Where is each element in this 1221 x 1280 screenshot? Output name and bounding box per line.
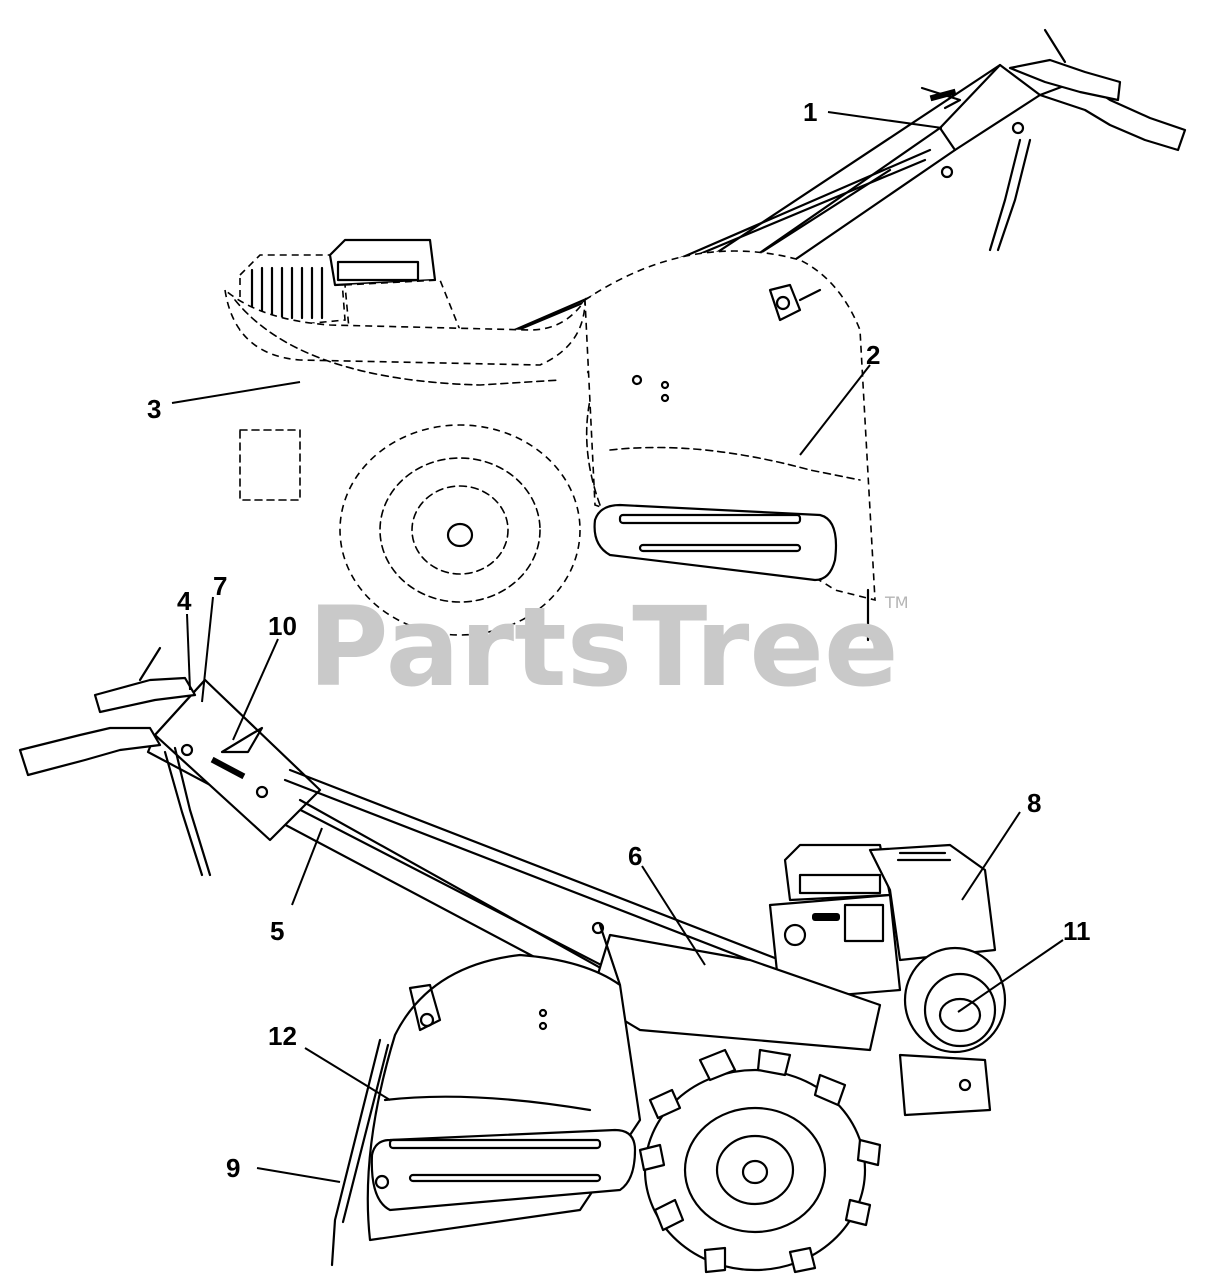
callout-6: 6 xyxy=(628,841,642,871)
watermark-tm: TM xyxy=(884,593,909,612)
callout-leaders xyxy=(171,111,1064,1183)
callout-3: 3 xyxy=(147,394,161,424)
lower-tiller-illustration xyxy=(18,646,1007,1274)
callout-5: 5 xyxy=(270,916,284,946)
callout-labels: 1 2 3 4 5 6 7 8 9 10 11 12 xyxy=(147,97,1091,1183)
callout-1: 1 xyxy=(803,97,817,127)
callout-12: 12 xyxy=(268,1021,297,1051)
callout-11: 11 xyxy=(1063,916,1091,946)
callout-7: 7 xyxy=(213,571,227,601)
callout-8: 8 xyxy=(1027,788,1041,818)
partstree-watermark: PartsTree TM xyxy=(308,583,909,711)
watermark-text: PartsTree xyxy=(308,583,899,711)
callout-4: 4 xyxy=(177,586,192,616)
callout-2: 2 xyxy=(866,340,880,370)
upper-tiller-illustration xyxy=(223,28,1187,642)
callout-9: 9 xyxy=(226,1153,240,1183)
callout-10: 10 xyxy=(268,611,297,641)
